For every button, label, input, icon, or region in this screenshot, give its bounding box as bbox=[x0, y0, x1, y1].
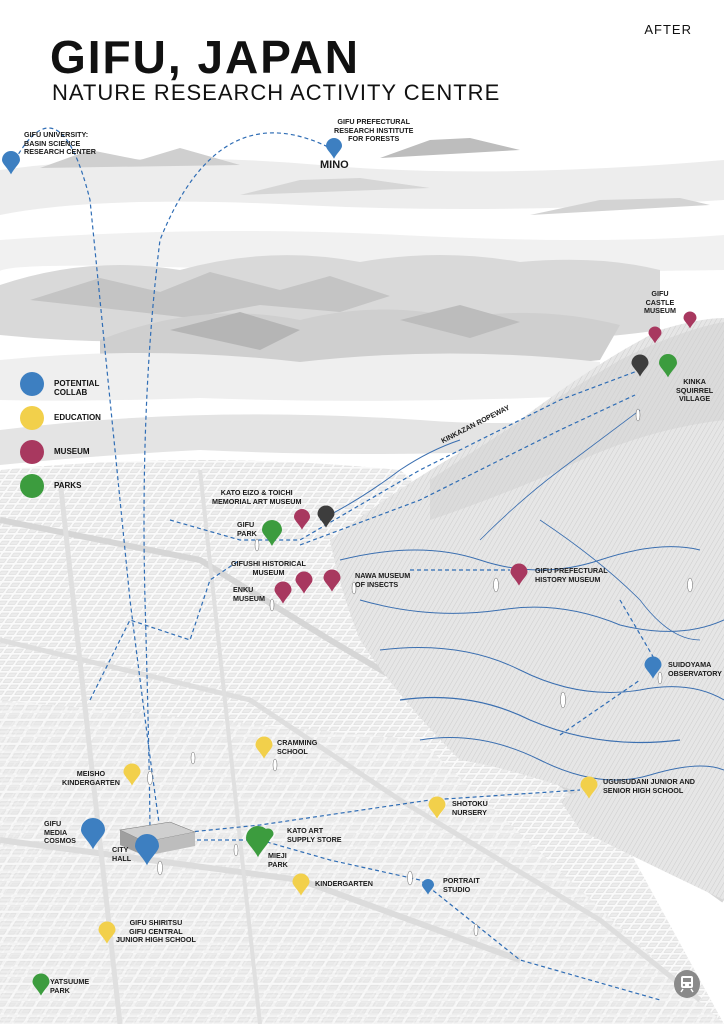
marker-layer bbox=[2, 138, 697, 996]
marker-portrait-studio[interactable] bbox=[422, 879, 434, 895]
label-enku-museum: ENKU MUSEUM bbox=[233, 585, 265, 603]
page-subtitle: NATURE RESEARCH ACTIVITY CENTRE bbox=[52, 80, 501, 105]
marker-kato-eizo[interactable] bbox=[294, 509, 310, 530]
label-gifushi-historical: GIFUSHI HISTORICAL MUSEUM bbox=[231, 559, 306, 577]
label-city-hall: CITY HALL bbox=[112, 845, 132, 863]
legend-label-museum: MUSEUM bbox=[54, 447, 90, 456]
marker-kindergarten[interactable] bbox=[292, 873, 310, 896]
label-cramming-school: CRAMMING SCHOOL bbox=[277, 738, 318, 756]
marker-kinka-squirrel-village[interactable] bbox=[659, 354, 677, 378]
label-mino: MINO bbox=[320, 159, 349, 171]
marker-gifushi-historical[interactable] bbox=[295, 571, 313, 594]
marker-prefectural-history[interactable] bbox=[510, 563, 528, 586]
marker-nawa-museum[interactable] bbox=[323, 569, 341, 592]
label-gifu-university: GIFU UNIVERSITY: BASIN SCIENCE RESEARCH … bbox=[24, 130, 96, 156]
label-mieji-park: MIEJI PARK bbox=[268, 851, 288, 869]
legend-label-collab: POTENTIAL COLLAB bbox=[54, 379, 100, 397]
label-prefectural-forests: GIFU PREFECTURAL RESEARCH INSTITUTE FOR … bbox=[334, 117, 414, 143]
legend-label-education: EDUCATION bbox=[54, 413, 101, 422]
marker-kinka-dark[interactable] bbox=[631, 354, 649, 377]
people-figures bbox=[147, 408, 693, 937]
marker-gifu-castle-museum-2[interactable] bbox=[683, 311, 697, 329]
marker-kato-eizo-dark[interactable] bbox=[317, 505, 335, 528]
label-kinka-squirrel-village: KINKA SQUIRREL VILLAGE bbox=[676, 377, 714, 403]
label-shotoku-nursery: SHOTOKU NURSERY bbox=[452, 799, 488, 817]
marker-prefectural-forests[interactable] bbox=[326, 138, 342, 159]
label-gifu-park: GIFU PARK bbox=[237, 520, 257, 538]
label-meisho-kindergarten: MEISHO KINDERGARTEN bbox=[62, 769, 120, 787]
marker-kato-art-supply[interactable] bbox=[262, 828, 274, 843]
mountain-range bbox=[0, 255, 660, 401]
marker-meisho-kindergarten[interactable] bbox=[123, 763, 141, 786]
marker-gifu-shiritsu[interactable] bbox=[98, 921, 116, 944]
label-portrait-studio: PORTRAIT STUDIO bbox=[443, 876, 480, 894]
label-gifu-media-cosmos: GIFU MEDIA COSMOS bbox=[44, 819, 76, 845]
page-title: GIFU, JAPAN bbox=[50, 31, 360, 83]
marker-shotoku-nursery[interactable] bbox=[428, 796, 446, 819]
train-icon bbox=[674, 970, 700, 998]
label-prefectural-history: GIFU PREFECTURAL HISTORY MUSEUM bbox=[535, 566, 608, 584]
marker-yatsuume-park[interactable] bbox=[32, 973, 50, 996]
river-band bbox=[0, 414, 600, 465]
label-gifu-shiritsu: GIFU SHIRITSU GIFU CENTRAL JUNIOR HIGH S… bbox=[116, 918, 196, 944]
legend-swatch-education bbox=[20, 406, 44, 430]
label-nawa-museum: NAWA MUSEUM OF INSECTS bbox=[355, 571, 411, 589]
kinkazan-mountain bbox=[319, 318, 724, 900]
legend-swatch-museum bbox=[20, 440, 44, 464]
label-yatsuume-park: YATSUUME PARK bbox=[50, 977, 90, 995]
marker-gifu-park[interactable] bbox=[262, 520, 282, 546]
marker-cramming-school[interactable] bbox=[255, 736, 273, 759]
marker-suidoyama[interactable] bbox=[644, 656, 662, 679]
label-kato-art-supply: KATO ART SUPPLY STORE bbox=[287, 826, 342, 844]
legend-swatch-collab bbox=[20, 372, 44, 396]
marker-gifu-university[interactable] bbox=[2, 151, 20, 175]
marker-enku-museum[interactable] bbox=[274, 581, 292, 604]
label-kato-eizo: KATO EIZO & TOICHI MEMORIAL ART MUSEUM bbox=[212, 488, 302, 506]
legend-swatch-parks bbox=[20, 474, 44, 498]
marker-city-hall[interactable] bbox=[135, 834, 159, 866]
legend-label-parks: PARKS bbox=[54, 481, 82, 490]
connection-routes bbox=[14, 127, 661, 1001]
marker-gifu-castle-museum-1[interactable] bbox=[648, 326, 662, 344]
label-uguisudani: UGUISUDANI JUNIOR AND SENIOR HIGH SCHOOL bbox=[603, 777, 695, 795]
label-kindergarten: KINDERGARTEN bbox=[315, 879, 373, 888]
marker-uguisudani[interactable] bbox=[580, 776, 598, 799]
label-suidoyama: SUIDOYAMA OBSERVATORY bbox=[668, 660, 722, 678]
far-terrain bbox=[0, 138, 724, 275]
marker-gifu-media-cosmos[interactable] bbox=[81, 818, 105, 850]
after-badge: AFTER bbox=[644, 22, 692, 37]
label-gifu-castle-museum: GIFU CASTLE MUSEUM bbox=[644, 289, 676, 315]
